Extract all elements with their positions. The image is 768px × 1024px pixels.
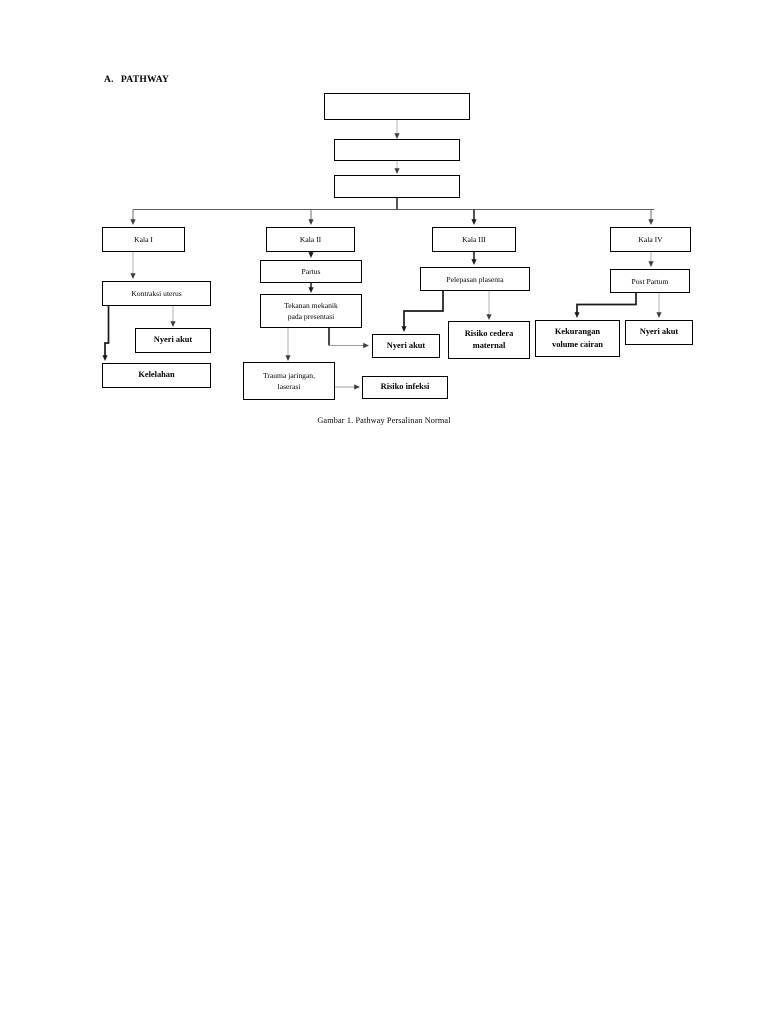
node-pelepasan-plasenta[interactable]: Pelepasan plasenta <box>420 267 530 291</box>
node-kekurangan-volume-cairan[interactable]: Kekurangan volume cairan <box>535 320 620 357</box>
figure-caption: Gambar 1. Pathway Persalinan Normal <box>317 416 451 425</box>
node-nyeri-akut-kala4[interactable]: Nyeri akut <box>625 320 693 345</box>
node-risiko-cedera-maternal[interactable]: Risiko cedera maternal <box>448 321 530 359</box>
node-partus[interactable]: Partus <box>260 260 362 283</box>
connector-postpartum-kekurangan <box>574 293 637 318</box>
connector-kontraksi-kelelahan <box>102 306 110 361</box>
section-heading-letter: A. <box>104 75 114 85</box>
node-post-partum[interactable]: Post Partum <box>610 269 690 293</box>
node-kala-2[interactable]: Kala II <box>266 227 355 252</box>
node-risiko-infeksi[interactable]: Risiko infeksi <box>362 376 448 399</box>
section-heading-title: PATHWAY <box>120 75 170 85</box>
section-heading: A. PATHWAY <box>104 75 169 85</box>
node-tekanan-mekanik[interactable]: Tekanan mekanik pada presentasi <box>260 294 362 328</box>
node-nyeri-akut-kala1[interactable]: Nyeri akut <box>135 328 211 353</box>
node-kelelahan[interactable]: Kelelahan <box>102 363 211 388</box>
connector-pelepasan-nyeri2 <box>401 291 444 332</box>
node-kontraksi-uterus[interactable]: Kontraksi uterus <box>102 281 211 306</box>
node-kala-1[interactable]: Kala I <box>102 227 185 252</box>
node-nyeri-akut-kala2[interactable]: Nyeri akut <box>372 334 440 358</box>
node-trauma-jaringan[interactable]: Trauma jaringan, laserasi <box>243 362 335 400</box>
pathway-flowchart: Kala I Kala II Kala III Kala IV Kontraks… <box>0 0 768 440</box>
node-top-1[interactable] <box>324 93 470 120</box>
node-kala-4[interactable]: Kala IV <box>610 227 691 252</box>
node-kala-3[interactable]: Kala III <box>432 227 516 252</box>
node-top-2[interactable] <box>334 139 460 161</box>
flowchart-connectors <box>102 120 662 390</box>
node-top-3[interactable] <box>334 175 460 198</box>
